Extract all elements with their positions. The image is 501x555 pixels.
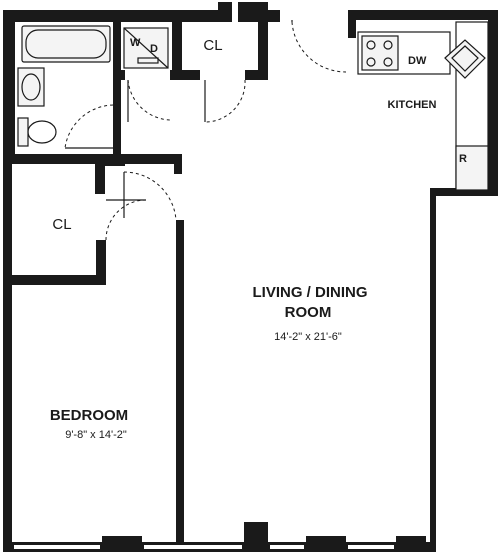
entry-door-swing: [291, 21, 347, 73]
bedroom-door-swing: [123, 171, 177, 221]
laundry-door-swing: [127, 79, 171, 121]
bathtub: [21, 25, 111, 63]
bedroom-closet-door-swing: [105, 199, 147, 241]
kitchen-label: KITCHEN: [388, 99, 437, 111]
interior-walls: [3, 10, 356, 545]
living-room-dimensions: 14'-2" x 21'-6": [274, 331, 342, 343]
bedroom-dimensions: 9'-8" x 14'-2": [65, 429, 127, 441]
bedroom-name: BEDROOM: [50, 407, 128, 424]
refrigerator: R: [455, 145, 489, 191]
refrigerator-label: R: [459, 153, 467, 165]
windows: [14, 545, 394, 549]
bath-door-swing: [64, 104, 114, 149]
washer-label: W: [130, 37, 141, 49]
kitchen-sink: [444, 39, 486, 79]
closet-top-label: CL: [203, 37, 222, 54]
washer-dryer: W D: [123, 27, 169, 69]
closet-bedroom-label: CL: [52, 216, 71, 233]
stove: [361, 35, 399, 71]
living-room-name-line2: ROOM: [285, 304, 332, 321]
dryer-label: D: [150, 43, 158, 55]
dishwasher-label: DW: [408, 55, 427, 67]
toilet: [17, 117, 57, 147]
living-room-name-line1: LIVING / DINING: [252, 284, 367, 301]
closet-top-door-swing: [204, 79, 246, 123]
sink: [17, 67, 45, 107]
